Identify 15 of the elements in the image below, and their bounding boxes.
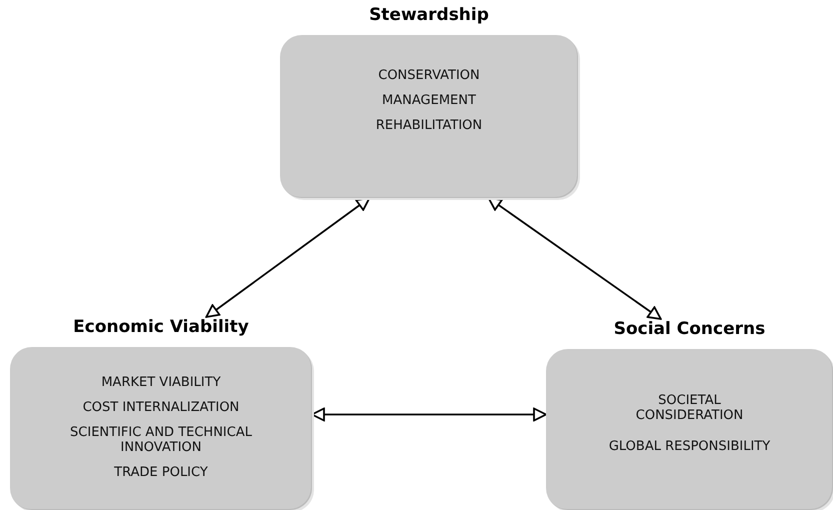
double-arrow — [311, 408, 547, 422]
topic-text: GLOBAL RESPONSIBILITY — [608, 440, 770, 455]
category-heading: Stewardship — [369, 5, 489, 25]
topic-text: MANAGEMENT — [382, 94, 476, 109]
category-heading: Social Concerns — [614, 319, 766, 339]
double-arrow — [488, 197, 662, 320]
topic-text: SOCIETAL CONSIDERATION — [634, 394, 744, 424]
topic-text: SCIENTIFIC AND TECHNICAL INNOVATION — [69, 426, 253, 456]
double-arrow — [205, 197, 370, 318]
topic-text: TRADE POLICY — [114, 466, 208, 481]
topic-text: MARKET VIABILITY — [101, 376, 221, 392]
topic-text: COST INTERNALIZATION — [82, 401, 240, 416]
topic-text: REHABILITATION — [376, 118, 482, 134]
topic-text: CONSERVATION — [378, 69, 480, 84]
category-heading: Economic Viability — [73, 317, 249, 337]
